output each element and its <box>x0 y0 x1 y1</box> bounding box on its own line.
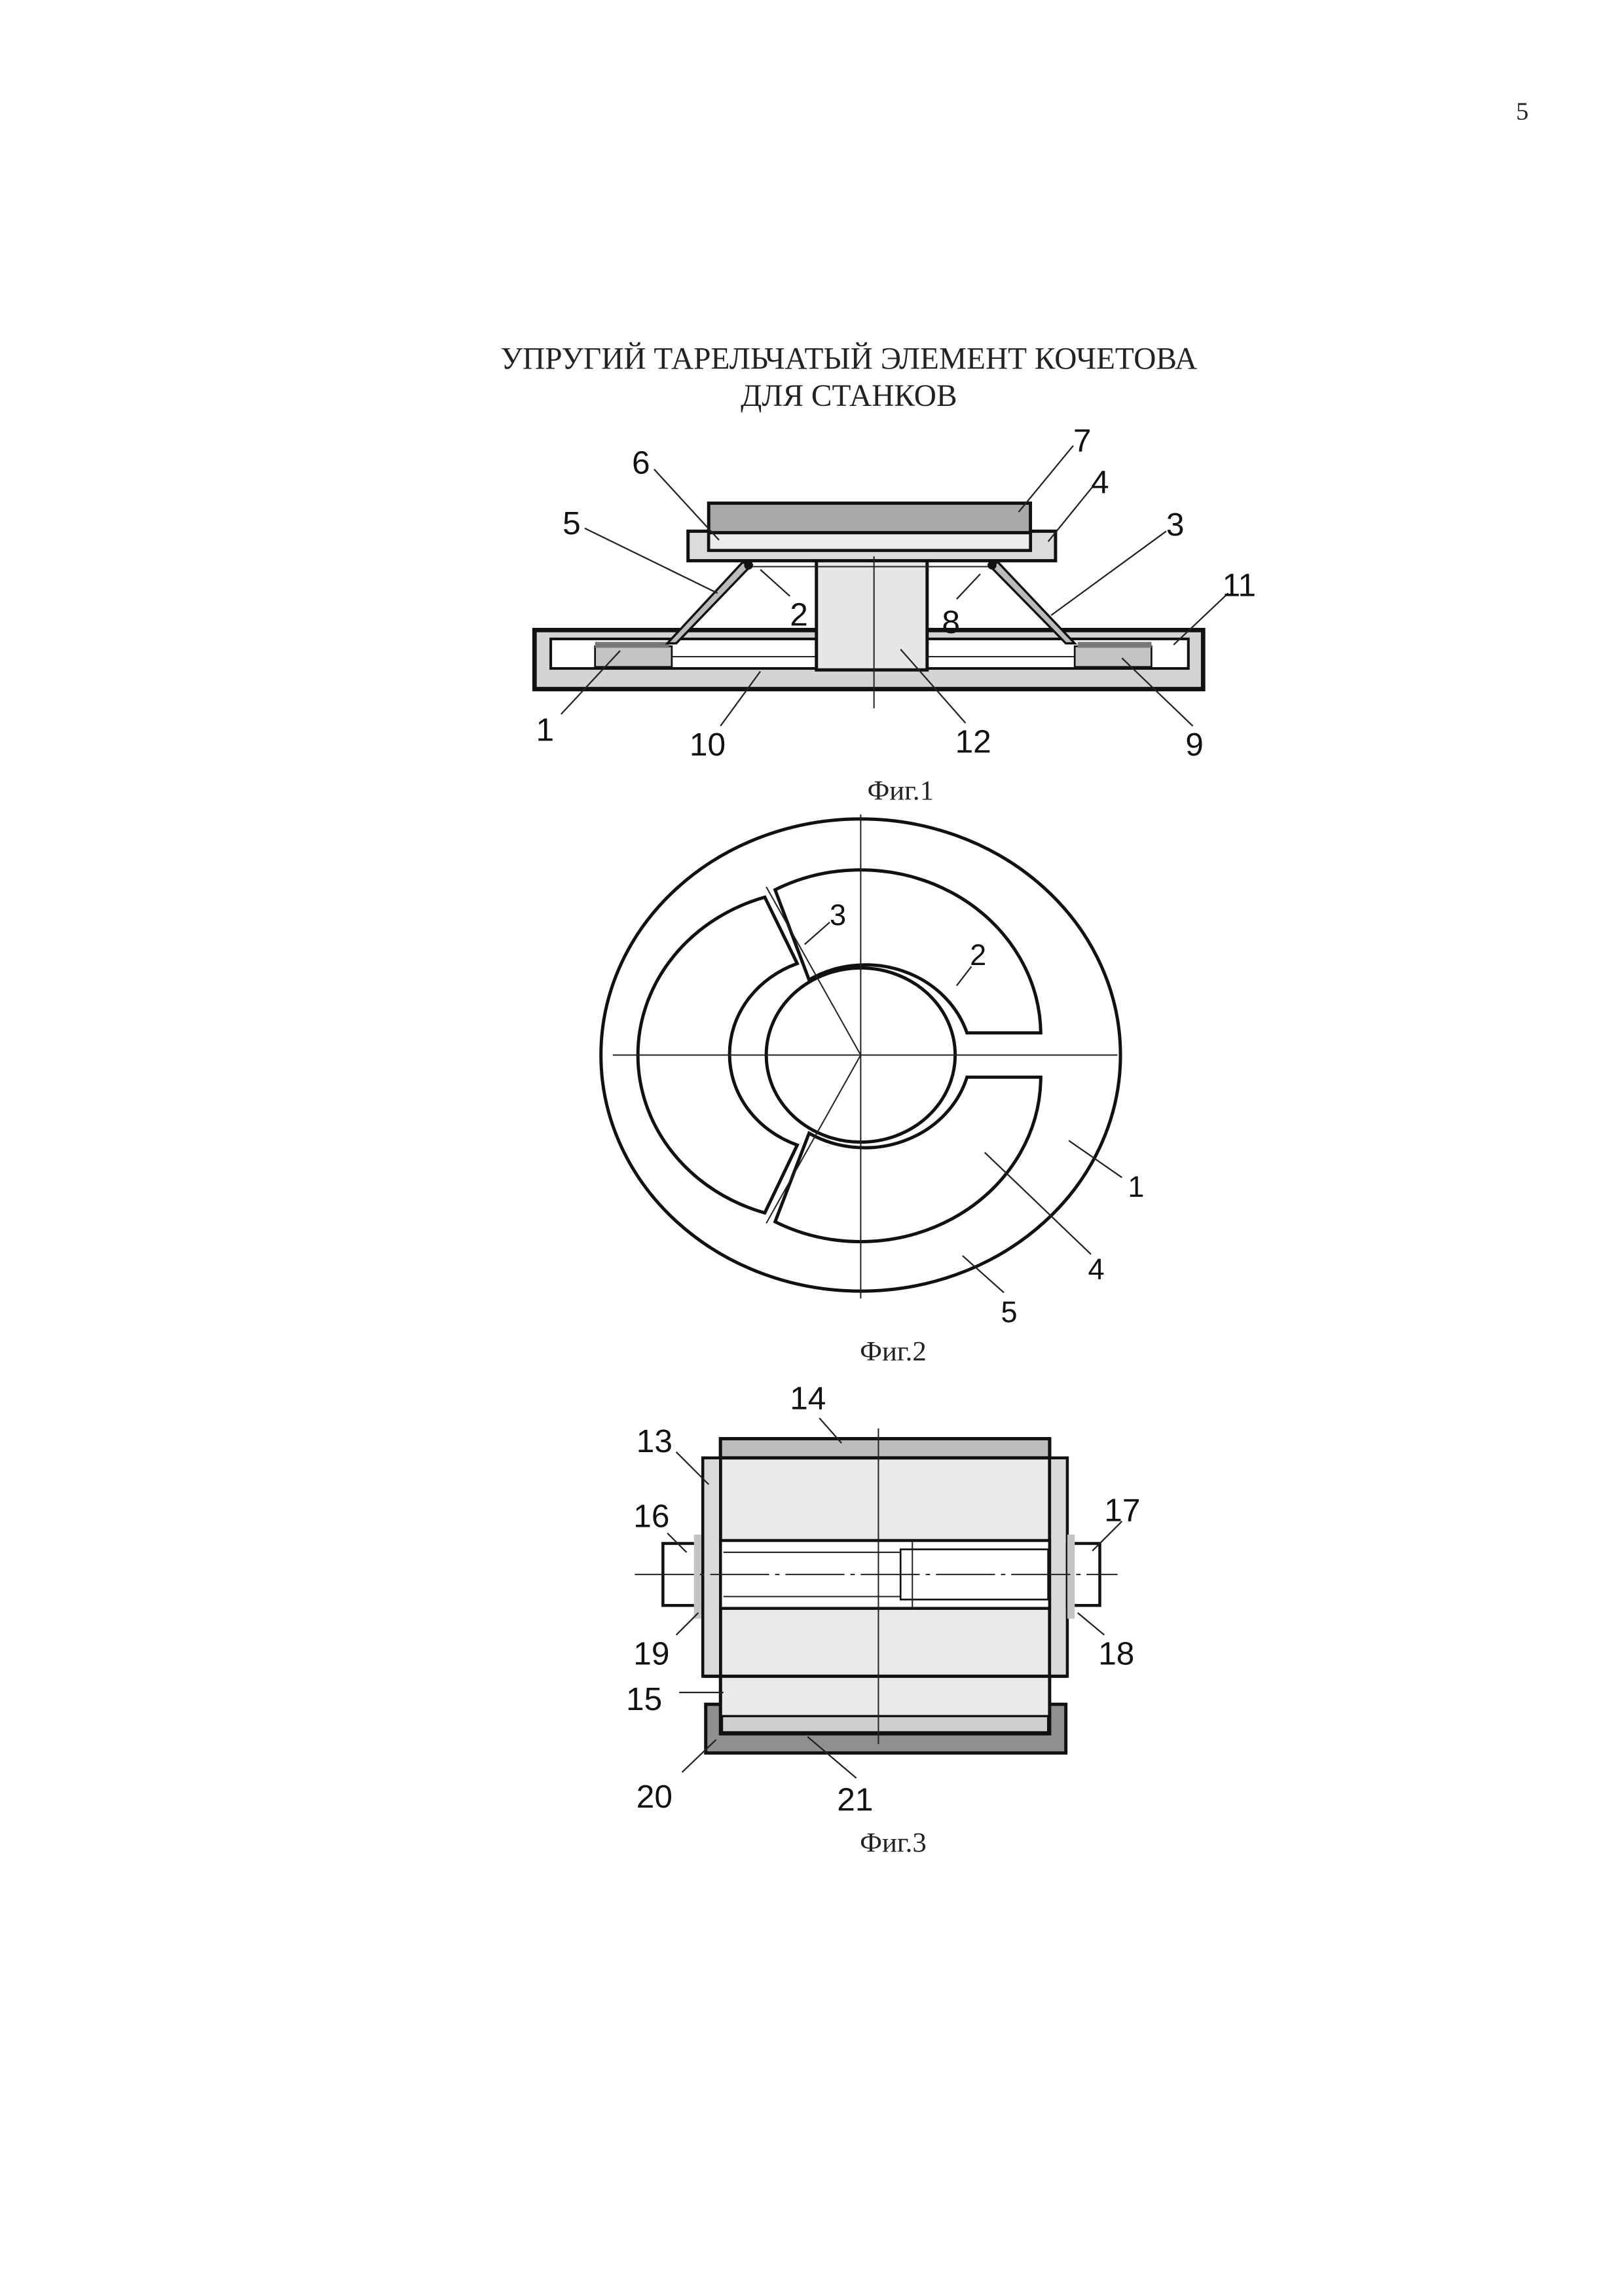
callout-18: 18 <box>1098 1635 1134 1671</box>
callout-5: 5 <box>563 505 581 541</box>
spring-1-left <box>595 642 669 648</box>
callout-19: 19 <box>633 1635 669 1671</box>
hinge-8 <box>987 560 997 570</box>
flange-13-left <box>701 1456 722 1678</box>
callout-2: 2 <box>970 938 986 972</box>
callout-13: 13 <box>637 1423 673 1459</box>
top-plate-14 <box>718 1437 1052 1460</box>
figure-2: 3 2 1 4 5 Фиг.2 <box>599 814 1144 1367</box>
figure-3: 14 13 16 17 19 18 15 20 21 Фиг.3 <box>626 1379 1140 1858</box>
callout-9: 9 <box>1185 726 1204 763</box>
fig3-caption: Фиг.3 <box>860 1828 927 1859</box>
slot-line-lower <box>766 1055 862 1224</box>
callout-1: 1 <box>1128 1170 1144 1203</box>
title-line-2: ДЛЯ СТАНКОВ <box>741 379 957 413</box>
callout-15: 15 <box>626 1681 662 1717</box>
callout-8: 8 <box>942 604 960 640</box>
washer-19 <box>693 1535 701 1619</box>
callout-2: 2 <box>790 596 808 633</box>
callout-17: 17 <box>1104 1492 1140 1529</box>
callout-4: 4 <box>1088 1252 1104 1286</box>
callout-1: 1 <box>536 711 555 748</box>
callout-12: 12 <box>955 723 991 759</box>
column-12 <box>815 558 929 672</box>
callout-3: 3 <box>830 898 846 932</box>
callout-3: 3 <box>1166 506 1185 543</box>
flange-13-right <box>1048 1456 1069 1678</box>
fig3-leaders <box>667 1417 1123 1779</box>
element-9-left <box>594 645 673 668</box>
fig1-callouts: 7 6 4 5 3 11 2 8 1 10 12 9 <box>536 422 1257 763</box>
callout-16: 16 <box>633 1498 669 1535</box>
fig2-callouts: 3 2 1 4 5 <box>830 898 1144 1328</box>
slot-line-upper <box>766 886 862 1056</box>
callout-6: 6 <box>632 444 650 481</box>
callout-14: 14 <box>790 1379 826 1416</box>
fig2-caption: Фиг.2 <box>860 1336 927 1367</box>
strip-21 <box>720 1715 1050 1734</box>
figure-1: 7 6 4 5 3 11 2 8 1 10 12 9 Фиг.1 <box>532 422 1257 807</box>
page-number: 5 <box>1516 98 1528 126</box>
plate-6 <box>710 532 1029 549</box>
callout-21: 21 <box>837 1781 873 1817</box>
fig1-leaders <box>561 445 1229 727</box>
title-line-1: УПРУГИЙ ТАРЕЛЬЧАТЫЙ ЭЛЕМЕНТ КОЧЕТОВА <box>501 342 1198 376</box>
fig1-caption: Фиг.1 <box>867 776 934 807</box>
callout-10: 10 <box>690 726 726 763</box>
spring-1-right <box>1077 642 1152 648</box>
callout-5: 5 <box>1001 1295 1017 1328</box>
element-9-right <box>1073 645 1153 668</box>
washer-18 <box>1067 1535 1075 1619</box>
fig2-leaders <box>803 921 1122 1294</box>
callout-7: 7 <box>1073 422 1092 459</box>
callout-4: 4 <box>1091 464 1109 500</box>
sector-plates-5 <box>636 868 1043 1244</box>
fig3-callouts: 14 13 16 17 19 18 15 20 21 <box>626 1379 1140 1817</box>
callout-20: 20 <box>637 1778 673 1815</box>
callout-11: 11 <box>1223 567 1256 604</box>
hinge-2 <box>744 560 753 570</box>
